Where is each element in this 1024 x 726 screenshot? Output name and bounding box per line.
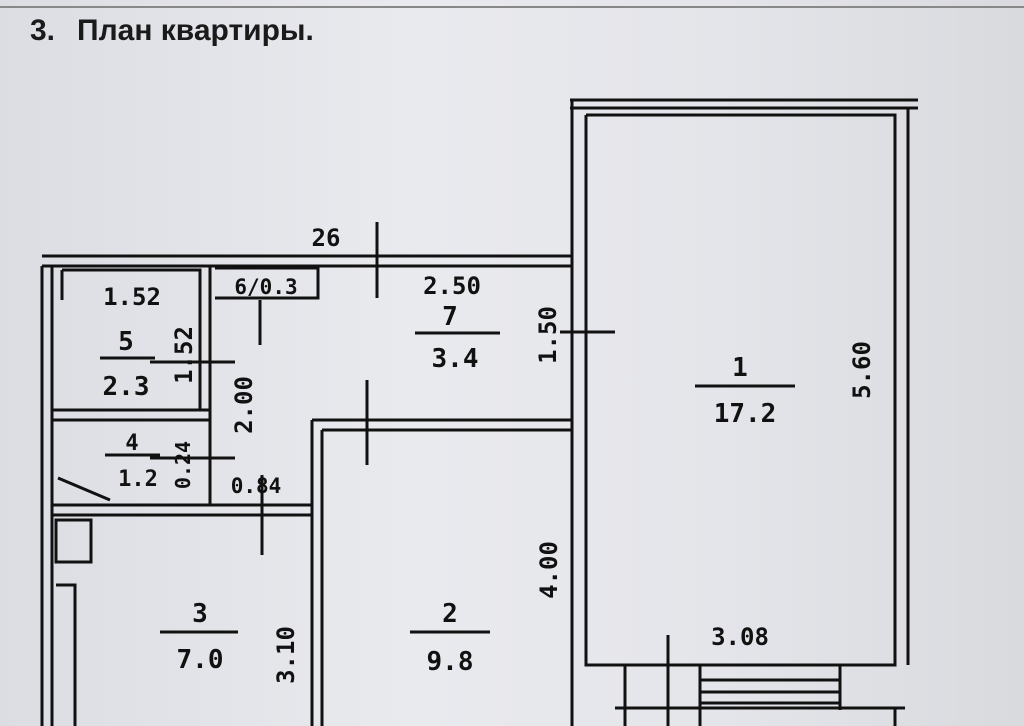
room-1-area: 17.2 (714, 399, 777, 429)
wall-room1 (570, 100, 897, 726)
room-4-number: 4 (125, 431, 138, 456)
dim-room1-width: 3.08 (711, 623, 769, 651)
dim-room5-depth: 1.52 (170, 326, 198, 384)
section-heading: 3. План квартиры. (30, 14, 314, 48)
room-1-number: 1 (732, 353, 748, 383)
room-5-area: 2.3 (103, 372, 150, 402)
room-6-label: 6/0.3 (234, 275, 297, 299)
room-4-area: 1.2 (118, 467, 158, 492)
dimension-ticks (150, 222, 670, 726)
wall-corridor (52, 503, 312, 517)
section-title: План квартиры. (77, 14, 314, 47)
wall-room1-top (570, 98, 918, 110)
dim-hall-depth: 1.50 (534, 306, 562, 364)
dim-room1-length: 5.60 (848, 341, 876, 399)
dim-hall-width: 2.50 (423, 272, 481, 300)
kitchen-sink (54, 518, 93, 564)
dim-room5-width: 1.52 (103, 283, 161, 311)
section-number: 3. (30, 14, 56, 47)
room-3-number: 3 (192, 599, 208, 629)
page-top-rule (0, 6, 1024, 8)
dim-room4-depth: 0.24 (171, 441, 195, 489)
wall-room6 (215, 266, 320, 300)
room-2-number: 2 (442, 599, 458, 629)
dim-kitchen-length: 3.10 (272, 626, 300, 684)
wall-top (42, 254, 572, 268)
walls (40, 98, 918, 726)
room-2-area: 9.8 (427, 647, 474, 677)
wall-room5-4 (52, 266, 212, 505)
wall-left (40, 266, 54, 726)
fraction-lines (100, 331, 795, 634)
dim-wall-top: 26 (312, 224, 341, 252)
door-swing (57, 476, 111, 502)
room-5-number: 5 (118, 327, 134, 357)
room-3-area: 7.0 (177, 645, 224, 675)
room-7-area: 3.4 (432, 344, 479, 374)
wall-room2 (310, 418, 572, 726)
dim-corridor-length: 2.00 (230, 376, 258, 434)
dim-corridor-width: 0.84 (231, 474, 282, 498)
dim-room2-length: 4.00 (535, 541, 563, 599)
room-7-number: 7 (442, 302, 458, 332)
kitchen-counter (56, 583, 77, 726)
balcony (615, 665, 905, 726)
